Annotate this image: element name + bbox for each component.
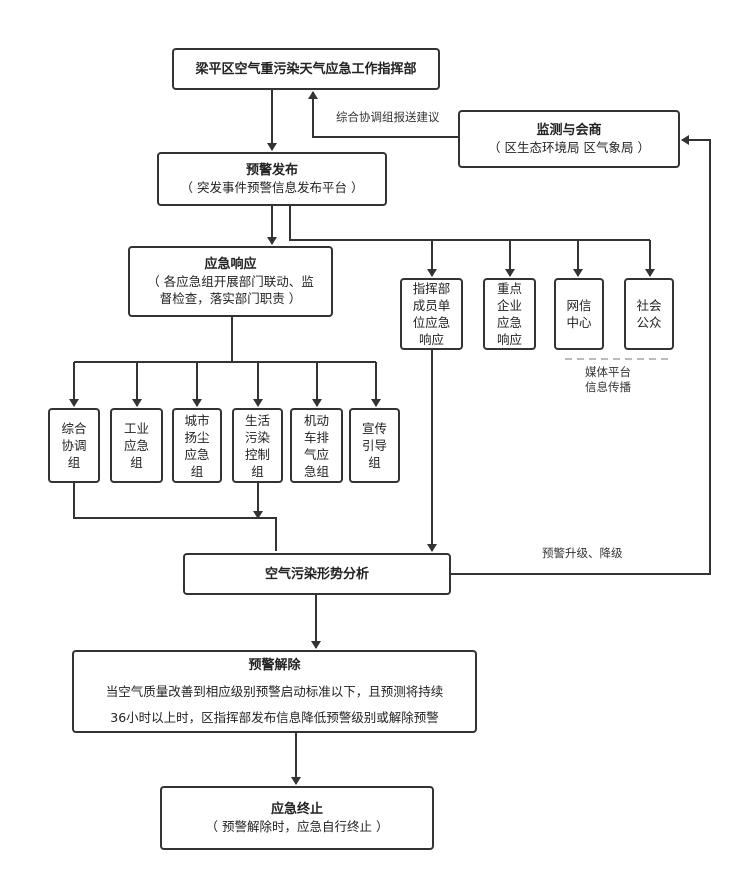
monitoring-sub: （ 区生态环境局 区气象局 ） <box>488 140 650 155</box>
line-groups-to-analysis <box>73 483 277 551</box>
unit-text: 重点 <box>496 281 522 296</box>
arrow-monitoring-to-command <box>308 91 458 138</box>
group-text: 应急 <box>123 438 149 453</box>
unit-text: 网信 <box>566 298 592 313</box>
warning-release-sub: （ 突发事件预警信息发布平台 ） <box>180 180 364 195</box>
unit-text: 响应 <box>418 332 444 347</box>
termination-title: 应急终止 <box>270 802 323 817</box>
report-label: 综合协调组报送建议 <box>336 110 440 124</box>
analysis-title: 空气污染形势分析 <box>264 566 369 582</box>
group-text: 引导 <box>361 438 387 453</box>
group-box-dust: 城市 扬尘 应急 组 <box>172 408 222 483</box>
unit-text: 社会 <box>636 298 662 313</box>
warning-lift-title: 预警解除 <box>248 657 301 673</box>
termination-sub: （ 预警解除时，应急自行终止 ） <box>205 819 389 834</box>
analysis-box: 空气污染形势分析 <box>183 553 451 595</box>
group-text: 综合 <box>61 421 87 436</box>
unit-text: 成员单 <box>412 298 451 313</box>
unit-box-command-members: 指挥部 成员单 位应急 响应 <box>400 278 463 350</box>
line-analysis-feedback <box>451 135 711 575</box>
monitoring-box: 监测与会商 （ 区生态环境局 区气象局 ） <box>458 110 680 168</box>
group-text: 车排 <box>303 429 329 445</box>
emergency-response-title: 应急响应 <box>204 257 257 272</box>
media-label: 媒体平台 信息传播 <box>585 365 631 395</box>
group-text: 急组 <box>303 463 329 479</box>
unit-text: 响应 <box>496 332 522 347</box>
group-text: 组 <box>251 463 264 479</box>
group-box-vehicle-exhaust: 机动 车排 气应 急组 <box>290 408 343 483</box>
unit-text: 应急 <box>496 315 522 330</box>
line-warning-to-units <box>289 206 650 241</box>
command-title: 梁平区空气重污染天气应急工作指挥部 <box>195 61 417 77</box>
group-text: 扬尘 <box>184 429 210 445</box>
group-text: 城市 <box>184 412 210 428</box>
media-label-line: 媒体平台 <box>585 365 631 379</box>
warning-lift-box: 预警解除 当空气质量改善到相应级别预警启动标准以下，且预测将持续 36小时以上时… <box>72 650 477 733</box>
warning-lift-text: 36小时以上时，区指挥部发布信息降低预警级别或解除预警 <box>110 709 439 725</box>
group-text: 控制 <box>244 446 270 462</box>
unit-text: 公众 <box>636 315 662 330</box>
group-text: 气应 <box>303 446 329 462</box>
termination-box: 应急终止 （ 预警解除时，应急自行终止 ） <box>160 786 434 850</box>
warning-lift-text: 当空气质量改善到相应级别预警启动标准以下，且预测将持续 <box>105 683 444 699</box>
unit-text: 中心 <box>566 315 592 330</box>
unit-box-public: 社会 公众 <box>624 278 674 350</box>
group-text: 组 <box>368 455 381 470</box>
group-text: 工业 <box>123 421 149 436</box>
group-box-living-pollution: 生活 污染 控制 组 <box>232 408 283 483</box>
group-text: 组 <box>130 455 143 470</box>
unit-box-cyber-center: 网信 中心 <box>554 278 604 350</box>
group-box-coordination: 综合 协调 组 <box>48 408 100 483</box>
unit-text: 企业 <box>496 298 522 313</box>
media-label-line: 信息传播 <box>585 380 631 394</box>
group-text: 协调 <box>61 438 87 453</box>
line-response-to-groups <box>74 317 376 363</box>
unit-text: 位应急 <box>412 315 451 330</box>
group-box-industry: 工业 应急 组 <box>110 408 163 483</box>
warning-release-box: 预警发布 （ 突发事件预警信息发布平台 ） <box>157 152 387 206</box>
unit-box-key-enterprises: 重点 企业 应急 响应 <box>483 278 536 350</box>
command-box: 梁平区空气重污染天气应急工作指挥部 <box>172 48 440 90</box>
emergency-response-sub: （ 各应急组开展部门联动、监 <box>147 274 314 289</box>
monitoring-title: 监测与会商 <box>536 123 602 138</box>
group-text: 生活 <box>244 412 270 428</box>
group-text: 机动 <box>303 412 329 428</box>
group-box-publicity: 宣传 引导 组 <box>349 408 400 483</box>
group-text: 应急 <box>184 446 210 462</box>
warning-release-title: 预警发布 <box>245 163 298 178</box>
group-text: 组 <box>190 463 204 479</box>
group-text: 组 <box>67 455 81 470</box>
group-text: 污染 <box>244 429 270 445</box>
escalate-label: 预警升级、降级 <box>542 546 623 560</box>
unit-text: 指挥部 <box>412 281 451 296</box>
emergency-response-sub: 督检查，落实部门职责 ） <box>159 291 302 306</box>
emergency-response-box: 应急响应 （ 各应急组开展部门联动、监 督检查，落实部门职责 ） <box>128 246 333 317</box>
group-text: 宣传 <box>361 421 387 436</box>
